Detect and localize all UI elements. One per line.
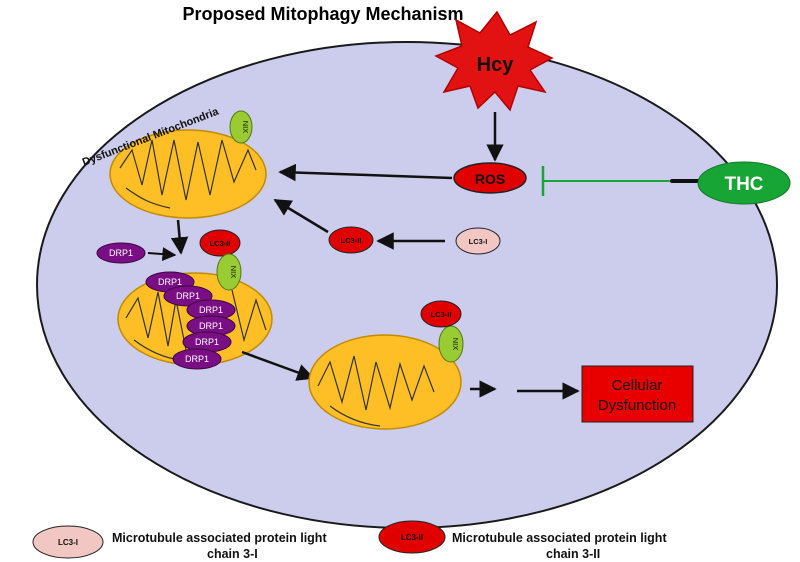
nix-lower-right-label: NIX: [451, 338, 460, 351]
ros-label: ROS: [475, 171, 505, 187]
drp1-label: DRP1: [199, 305, 223, 315]
mitochondrion-top: [109, 129, 267, 219]
legend-lc3-ii: LC3-II Microtubule associated protein li…: [378, 520, 667, 561]
drp1-cluster: DRP1 DRP1 DRP1 DRP1 DRP1 DRP1: [145, 271, 236, 370]
thc-inhibition: [541, 166, 704, 196]
nix-fission: NIX: [216, 253, 242, 291]
lc3-ii-lower: LC3-II: [420, 300, 462, 328]
mitochondrion-lower-right: [308, 334, 462, 430]
legend-lc3-ii-badge: LC3-II: [401, 533, 423, 542]
arrow-to-fission: [170, 219, 189, 255]
arrow-ros-to-mitochondria: [278, 163, 453, 182]
hcy-label: Hcy: [477, 54, 515, 76]
cellular-dysfunction-line2: Dysfunction: [598, 397, 676, 414]
arrow-to-mitophagy-mitochondrion: [241, 350, 315, 381]
arrow-lc3ii-to-mitochondria: [273, 198, 329, 234]
legend-lc3-i: LC3-I Microtubule associated protein lig…: [32, 525, 327, 561]
drp1-label: DRP1: [195, 337, 219, 347]
nix-fission-label: NIX: [229, 266, 238, 279]
legend-lc3-i-badge: LC3-I: [58, 538, 78, 547]
lc3-ii-upper: LC3-II: [199, 229, 241, 257]
nix-lower-right: NIX: [438, 325, 464, 363]
cellular-dysfunction-line1: Cellular: [612, 377, 663, 394]
ros-node: ROS: [453, 162, 527, 194]
lc3-ii-upper-label: LC3-II: [210, 239, 231, 248]
lc3-i-label: LC3-I: [469, 237, 488, 246]
drp1-label: DRP1: [199, 321, 223, 331]
diagram-title: Proposed Mitophagy Mechanism: [182, 4, 463, 24]
lc3-i-node: LC3-I: [455, 227, 501, 255]
arrow-drp1-to-mitochondria: [147, 247, 177, 262]
drp1-free-label: DRP1: [109, 248, 133, 258]
drp1-label: DRP1: [185, 354, 209, 364]
thc-label: THC: [724, 174, 763, 195]
thc-node: THC: [697, 161, 791, 205]
legend-lc3-ii-line1: Microtubule associated protein light: [452, 531, 667, 545]
lc3-ii-middle-label: LC3-II: [341, 236, 362, 245]
legend-lc3-i-line1: Microtubule associated protein light: [112, 531, 327, 545]
nix-top-label: NIX: [241, 121, 250, 134]
drp1-label: DRP1: [176, 291, 200, 301]
hcy-starburst: Hcy: [434, 10, 554, 112]
drp1-free: DRP1: [96, 242, 146, 264]
legend-lc3-i-line2: chain 3-I: [207, 547, 258, 561]
lc3-ii-lower-label: LC3-II: [431, 310, 452, 319]
cellular-dysfunction-box: Cellular Dysfunction: [581, 365, 694, 423]
legend-lc3-ii-line2: chain 3-II: [546, 547, 600, 561]
drp1-label: DRP1: [158, 277, 182, 287]
nix-top: NIX: [229, 110, 253, 144]
lc3-ii-middle: LC3-II: [328, 226, 374, 254]
